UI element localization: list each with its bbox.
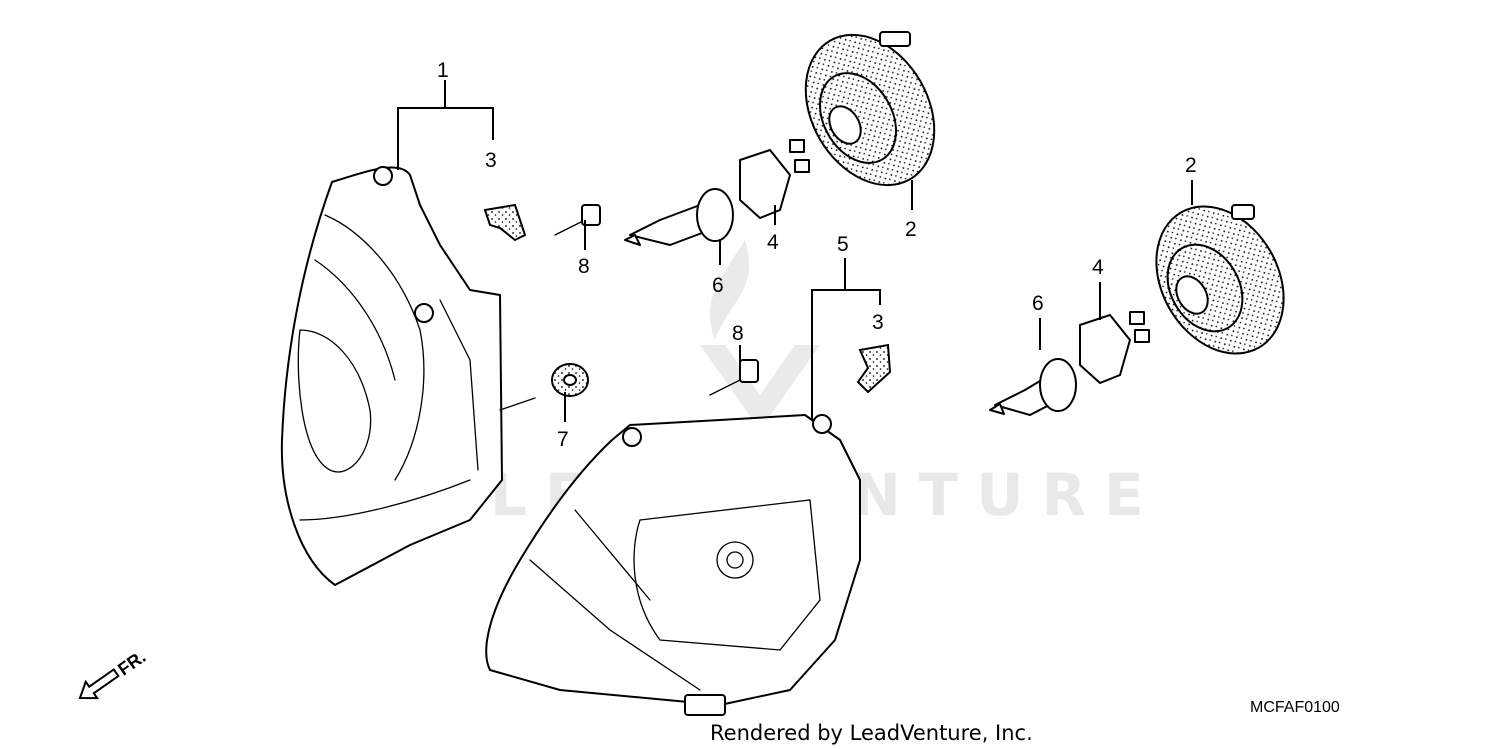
callout-7: 7: [557, 428, 569, 451]
socket-upper[interactable]: [739, 139, 810, 219]
callout-8-right: 8: [732, 322, 744, 345]
leader-lines: [397, 80, 1193, 422]
callout-2-right: 2: [1185, 154, 1197, 177]
dust-cover-right[interactable]: [1131, 183, 1309, 376]
callout-6-upper: 6: [712, 274, 724, 297]
right-headlight-housing[interactable]: [485, 414, 861, 716]
diagram-code: MCFAF0100: [1250, 699, 1340, 716]
watermark-flame-logo: [700, 240, 820, 430]
callout-8-upper: 8: [578, 255, 590, 278]
socket-right[interactable]: [1079, 311, 1150, 384]
callout-6-right: 6: [1032, 292, 1044, 315]
left-headlight-housing[interactable]: [280, 166, 536, 586]
front-arrow-icon: [78, 668, 120, 700]
front-direction-label: FR.: [114, 646, 149, 679]
grommet[interactable]: [551, 363, 589, 397]
screw-right[interactable]: [709, 359, 759, 396]
bulb-right[interactable]: [989, 358, 1077, 416]
clip-upper[interactable]: [483, 203, 527, 242]
screw-upper[interactable]: [554, 204, 601, 236]
callout-3-right: 3: [872, 311, 884, 334]
callout-3-upper: 3: [485, 149, 497, 172]
clip-right[interactable]: [856, 343, 892, 394]
render-credit: Rendered by LeadVenture, Inc.: [710, 721, 1033, 745]
callout-2-upper: 2: [905, 218, 917, 241]
callout-4-right: 4: [1092, 256, 1104, 279]
bulb-upper[interactable]: [624, 188, 734, 246]
callout-labels: 1 3 8 2 4 6 5 3 8 7 2 4 6: [437, 59, 1197, 451]
callout-4-upper: 4: [767, 231, 779, 254]
front-direction-indicator: FR.: [78, 646, 149, 700]
dust-cover-upper[interactable]: [780, 12, 960, 209]
callout-1: 1: [437, 59, 449, 82]
callout-5: 5: [837, 233, 849, 256]
